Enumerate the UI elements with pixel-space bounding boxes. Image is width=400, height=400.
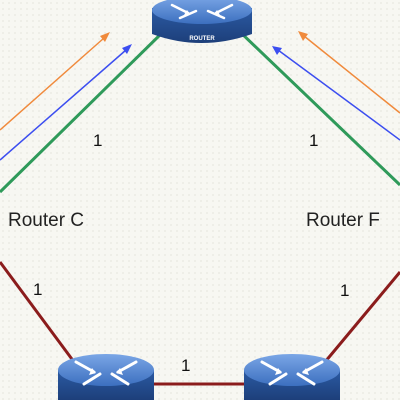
router-bottom-left-lid	[58, 354, 154, 386]
router-bottom-right-lid	[244, 354, 340, 386]
router-top-badge: ROUTER	[189, 36, 215, 42]
link-left	[0, 261, 82, 371]
link-metric-top-left: 1	[93, 131, 103, 150]
router-bottom-left[interactable]	[58, 354, 154, 400]
router-bottom-right[interactable]	[244, 354, 340, 400]
link-metric-right: 1	[340, 281, 350, 300]
router-f-label: Router F	[306, 210, 380, 231]
router-top[interactable]: ROUTER	[152, 0, 252, 43]
arrow-orange-left	[0, 32, 110, 131]
router-c-label: Router C	[8, 210, 85, 231]
link-metric-left: 1	[33, 280, 43, 299]
link-metric-top-right: 1	[309, 131, 319, 150]
router-top-lid	[152, 0, 252, 24]
router-arrows-icon	[74, 360, 138, 386]
arrow-blue-left	[0, 44, 132, 161]
router-arrows-icon	[260, 360, 324, 386]
link-right	[318, 271, 400, 369]
arrow-orange-right	[298, 31, 400, 114]
link-top-right	[236, 28, 400, 187]
link-top-left	[0, 28, 167, 194]
link-metric-bottom: 1	[181, 356, 191, 375]
arrow-blue-right	[272, 46, 400, 141]
router-arrows-icon	[170, 3, 234, 20]
